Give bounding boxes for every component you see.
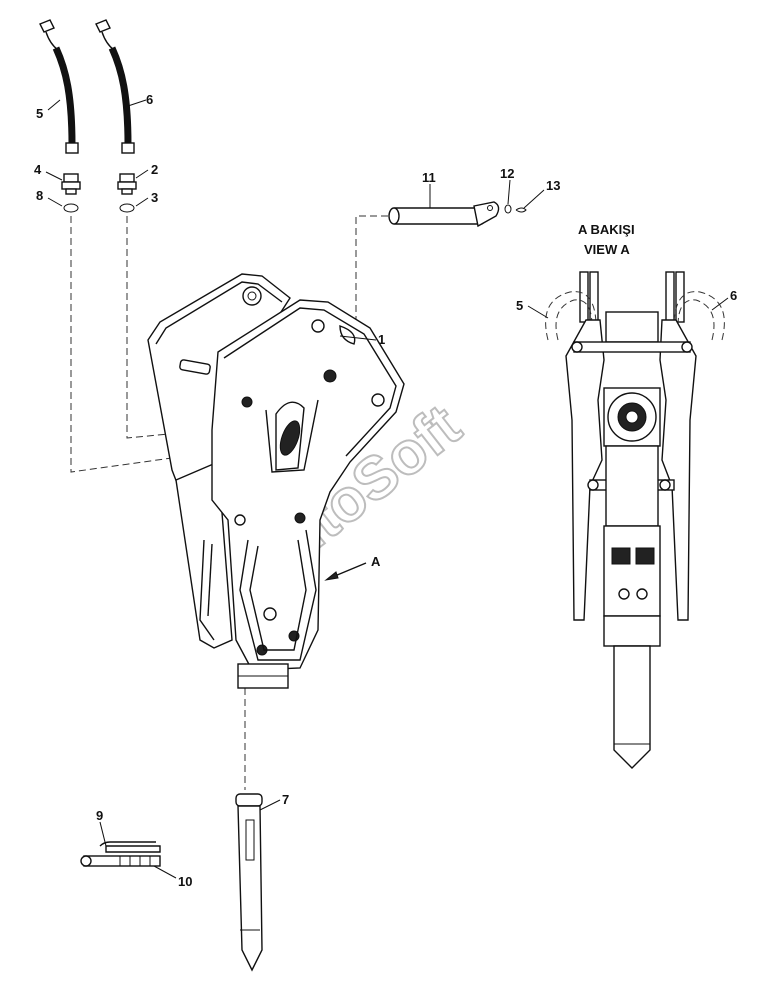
callout-3: 3: [151, 190, 158, 205]
callout-13: 13: [546, 178, 560, 193]
callout-9: 9: [96, 808, 103, 823]
callout-4: 4: [34, 162, 42, 177]
leader-lines: [45, 99, 729, 879]
dash-line-11: [355, 215, 388, 325]
view-callout-6: 6: [730, 288, 737, 303]
callout-2: 2: [151, 162, 158, 177]
o-ring-3: [119, 203, 135, 213]
view-arrow-a: [324, 562, 367, 581]
tool-9: [99, 841, 161, 853]
view-a-assembly: [545, 271, 725, 769]
hose-5: [39, 19, 79, 154]
callout-7: 7: [282, 792, 289, 807]
callout-12: 12: [500, 166, 514, 181]
callout-6: 6: [146, 92, 153, 107]
chisel-7: [235, 793, 263, 972]
callout-5: 5: [36, 106, 43, 121]
view-callout-5: 5: [516, 298, 523, 313]
callout-8: 8: [36, 188, 43, 203]
fitting-2: [117, 173, 137, 195]
washer-12: [504, 204, 512, 214]
pin-11: [388, 201, 500, 228]
hose-6: [95, 19, 135, 154]
cotter-pin-13: [515, 207, 527, 213]
callout-a: A: [371, 554, 381, 569]
view-title-line1: A BAKIŞI: [578, 222, 635, 237]
tool-10: [80, 855, 161, 867]
callout-11: 11: [422, 170, 436, 185]
view-title-line2: VIEW A: [584, 242, 630, 257]
o-ring-8: [63, 203, 79, 213]
dash-line-8: [70, 216, 216, 473]
breaker-assembly: [147, 273, 405, 689]
callout-10: 10: [178, 874, 192, 889]
callout-1: 1: [378, 332, 385, 347]
fitting-4: [61, 173, 81, 195]
